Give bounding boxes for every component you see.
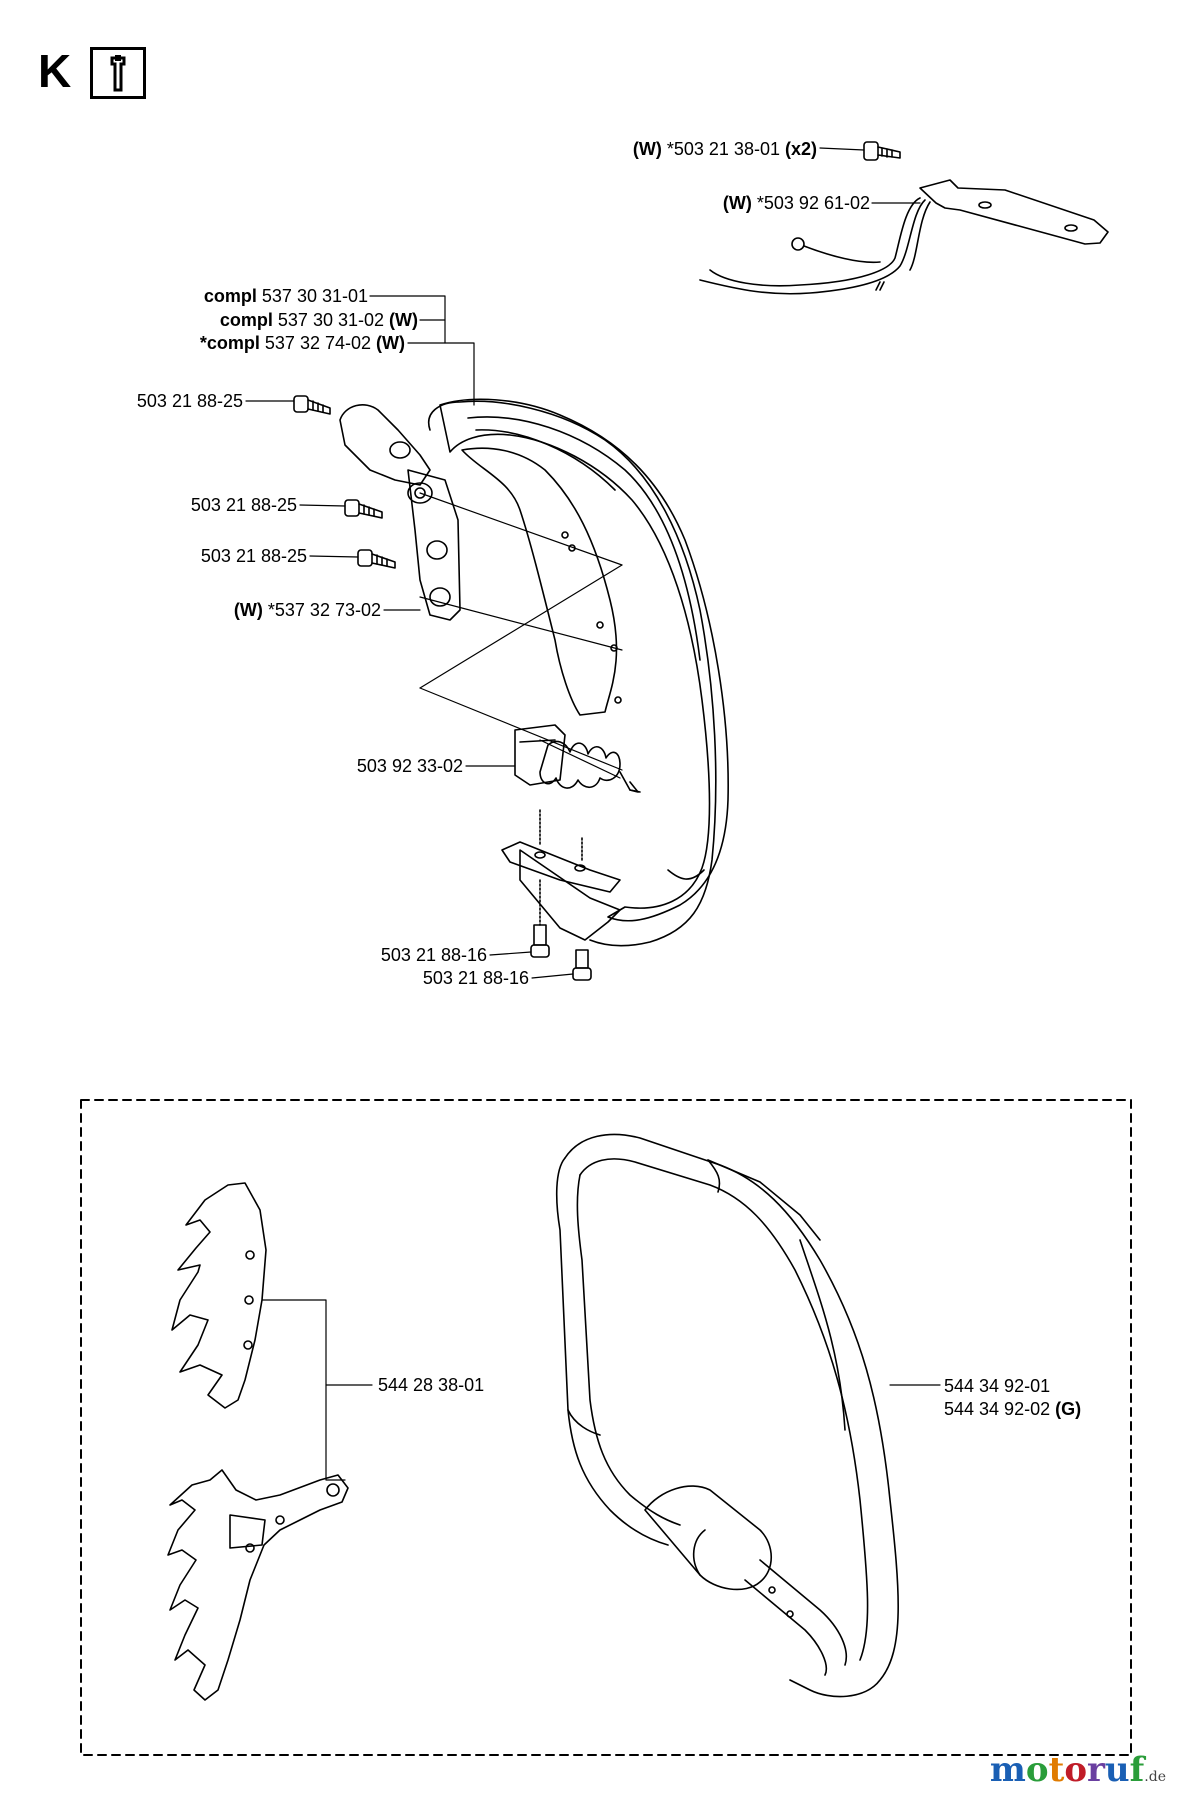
spring-part (514, 724, 641, 793)
label-compl-2: compl 537 30 31-02 (W) (219, 310, 418, 330)
top-screw-part (863, 141, 901, 161)
label-screw-b: 503 21 88-25 (190, 495, 297, 515)
brand-letter: t (1048, 1750, 1065, 1790)
label-spike: 544 28 38-01 (378, 1375, 485, 1395)
left-bracket-part (339, 404, 461, 621)
spike-upper-part (171, 1182, 267, 1409)
bottom-plate-part (501, 809, 621, 926)
brand-letter: m (989, 1750, 1026, 1790)
label-spring: 503 92 33-02 (356, 756, 463, 776)
front-handle-part (427, 398, 729, 947)
brand-letter: r (1087, 1750, 1105, 1790)
brand-name: motoruf (990, 1750, 1144, 1790)
label-compl-1: compl 537 30 31-01 (203, 286, 368, 306)
heat-plate-part (699, 179, 1109, 295)
section-letter: K (38, 45, 72, 97)
spike-lower-part (167, 1469, 349, 1701)
assembly-lines (419, 492, 623, 779)
screw-c (357, 549, 396, 569)
screw-a (293, 395, 331, 415)
label-screw-a: 503 21 88-25 (136, 391, 243, 411)
screw-b (344, 499, 383, 519)
label-handle-2: 544 34 92-02 (G) (944, 1399, 1082, 1419)
label-screw-top: (W) *503 21 38-01 (x2) (632, 139, 817, 159)
brand-logo: motoruf.de (990, 1750, 1166, 1790)
label-screw-e: 503 21 88-16 (422, 968, 529, 988)
label-screw-d: 503 21 88-16 (380, 945, 487, 965)
wrench-icon (90, 47, 146, 99)
label-bracket: (W) *537 32 73-02 (233, 600, 381, 620)
brand-letter: f (1129, 1750, 1145, 1790)
label-handle-1: 544 34 92-01 (944, 1376, 1051, 1396)
brand-letter: o (1025, 1750, 1049, 1790)
screw-e (572, 949, 592, 981)
wrap-handle-part (555, 1133, 899, 1698)
kit-box (80, 1099, 1132, 1756)
brand-letter: u (1104, 1750, 1130, 1790)
label-cable: (W) *503 92 61-02 (722, 193, 870, 213)
label-screw-c: 503 21 88-25 (200, 546, 307, 566)
brand-letter: o (1064, 1750, 1087, 1790)
brand-domain: .de (1144, 1769, 1166, 1785)
screw-d (530, 924, 550, 958)
leader-lines (245, 147, 921, 979)
label-compl-3: *compl 537 32 74-02 (W) (199, 333, 405, 353)
spike-leader (261, 1299, 373, 1481)
